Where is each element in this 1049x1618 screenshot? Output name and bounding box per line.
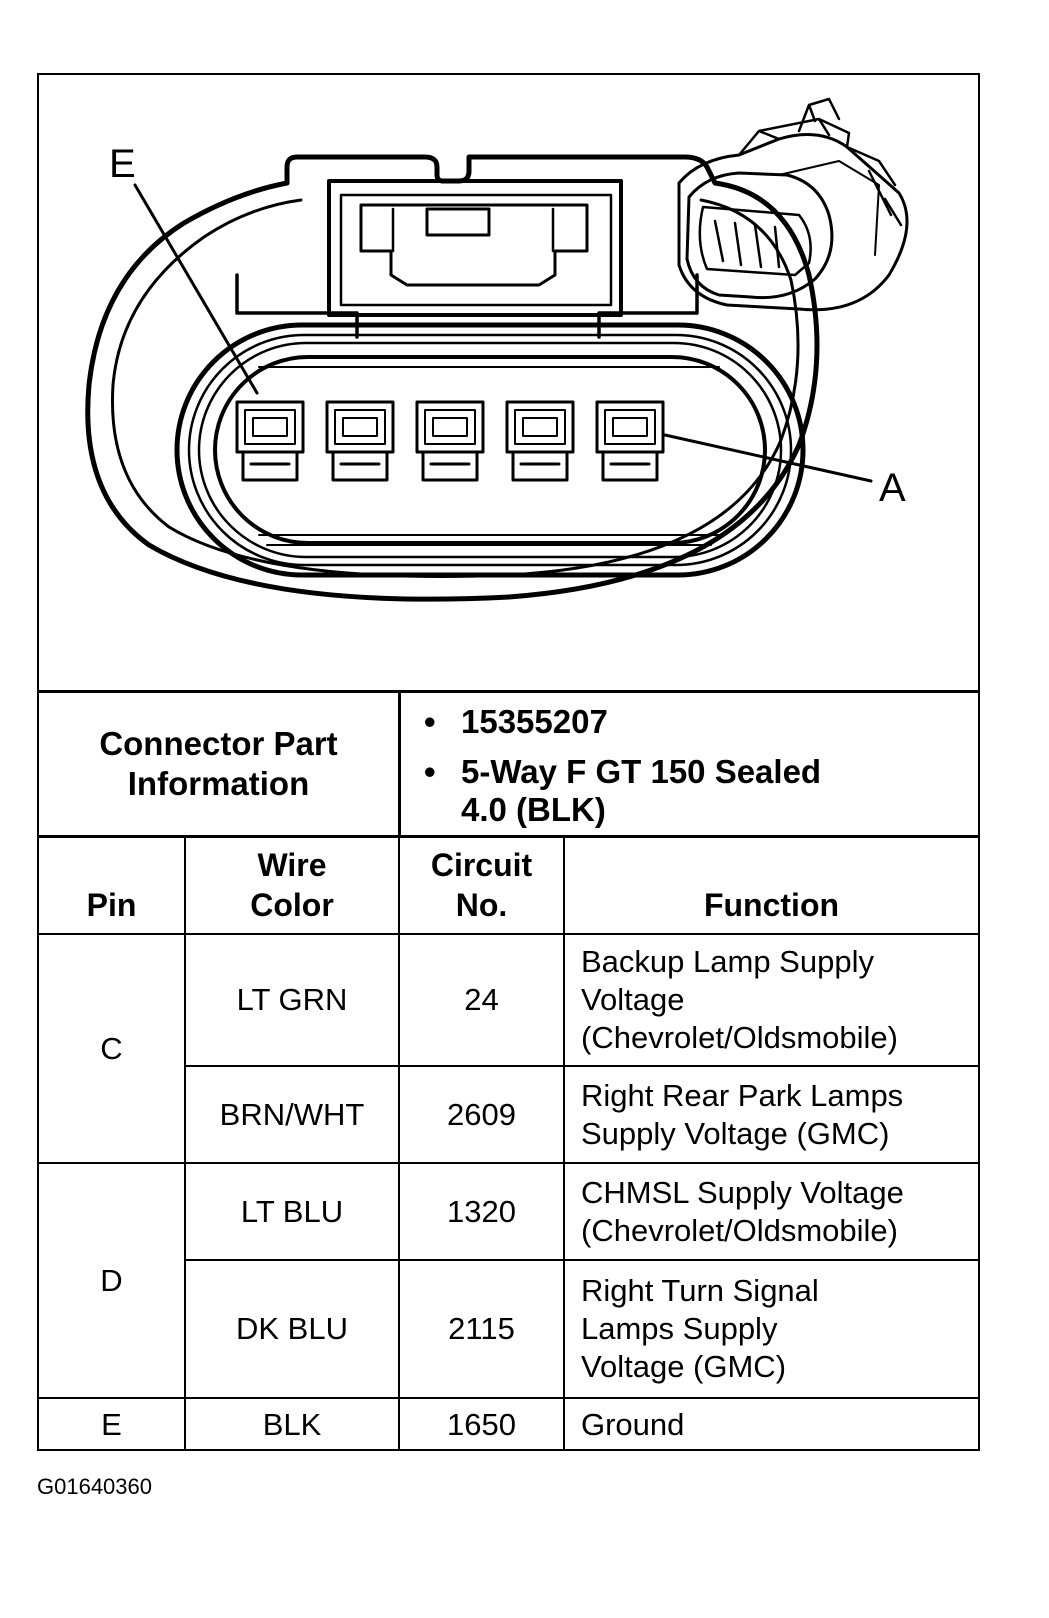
- latch-housing: [327, 179, 623, 317]
- callout-label-a: A: [879, 466, 906, 510]
- circuit-cell: 2609: [398, 1065, 565, 1164]
- pin-cell: C: [39, 933, 186, 1164]
- wire-color-cell: BLK: [184, 1397, 400, 1450]
- wire-color-cell: DK BLU: [185, 1259, 400, 1399]
- pin-cell: E: [39, 1397, 186, 1450]
- pin-cell: D: [39, 1162, 186, 1399]
- header-function: Function: [563, 838, 978, 935]
- function-cell: Ground: [563, 1397, 978, 1450]
- cavity-face: [213, 355, 767, 545]
- function-cell: CHMSL Supply Voltage (Chevrolet/Oldsmobi…: [563, 1162, 978, 1261]
- connector-part-information: Connector Part Information • 15355207 • …: [39, 690, 978, 838]
- table-row: E BLK 1650 Ground: [39, 1397, 978, 1450]
- label-line-1: Connector Part: [99, 725, 338, 762]
- cavity-e: [235, 400, 305, 482]
- table-row: D LT BLU 1320 CHMSL Supply Voltage (Chev…: [39, 1162, 978, 1399]
- function-cell: Right Rear Park Lamps Supply Voltage (GM…: [563, 1065, 978, 1164]
- description-text-2: 4.0 (BLK): [461, 791, 606, 828]
- cavity-b: [505, 400, 575, 482]
- wire-color-cell: LT BLU: [184, 1162, 400, 1261]
- connector-inner-shell: [110, 198, 800, 578]
- table-row: BRN/WHT 2609 Right Rear Park Lamps Suppl…: [39, 1065, 978, 1164]
- terminal-cavities: [235, 400, 665, 482]
- circuit-cell: 1650: [398, 1397, 565, 1450]
- cavity-d: [325, 400, 395, 482]
- table-row: C LT GRN 24 Backup Lamp Supply Voltage (…: [39, 933, 978, 1164]
- bullet: •: [424, 703, 436, 740]
- connector-part-info-values: • 15355207 • 5-Way F GT 150 Sealed 4.0 (…: [401, 693, 978, 835]
- circuit-cell: 1320: [398, 1162, 565, 1261]
- label-line-2: Information: [127, 765, 310, 802]
- connector-part-info-label: Connector Part Information: [39, 693, 401, 835]
- connector-isometric-view: [677, 97, 909, 312]
- wire-color-cell: LT GRN: [184, 933, 400, 1067]
- table-row: DK BLU 2115 Right Turn Signal Lamps Supp…: [39, 1259, 978, 1399]
- connector-figure-frame: E A Connector Part Information • 1535520…: [37, 73, 980, 1451]
- circuit-cell: 2115: [398, 1259, 565, 1399]
- description-text-1: 5-Way F GT 150 Sealed: [461, 753, 822, 790]
- function-cell: Right Turn Signal Lamps Supply Voltage (…: [563, 1259, 978, 1399]
- bullet: •: [424, 753, 436, 790]
- cavity-c: [415, 400, 485, 482]
- circuit-cell: 24: [398, 933, 565, 1067]
- function-cell: Backup Lamp Supply Voltage (Chevrolet/Ol…: [563, 933, 978, 1067]
- wire-color-cell: BRN/WHT: [185, 1065, 400, 1164]
- leader-line-e: [133, 183, 259, 395]
- latch-tab: [359, 203, 589, 287]
- header-pin: Pin: [39, 838, 186, 935]
- connector-face-diagram: E A: [39, 75, 978, 690]
- part-number-line: • 15355207: [424, 703, 608, 741]
- cavity-a: [595, 400, 665, 482]
- callout-label-e: E: [109, 142, 136, 186]
- figure-id: G01640360: [37, 1474, 152, 1499]
- part-number: 15355207: [461, 703, 608, 740]
- seal-ring-outer: [174, 322, 806, 578]
- description-line-1: • 5-Way F GT 150 Sealed: [424, 753, 822, 791]
- connector-face-drawing: E A: [85, 97, 909, 602]
- leader-line-a: [663, 433, 873, 483]
- description-line-2: 4.0 (BLK): [461, 791, 606, 829]
